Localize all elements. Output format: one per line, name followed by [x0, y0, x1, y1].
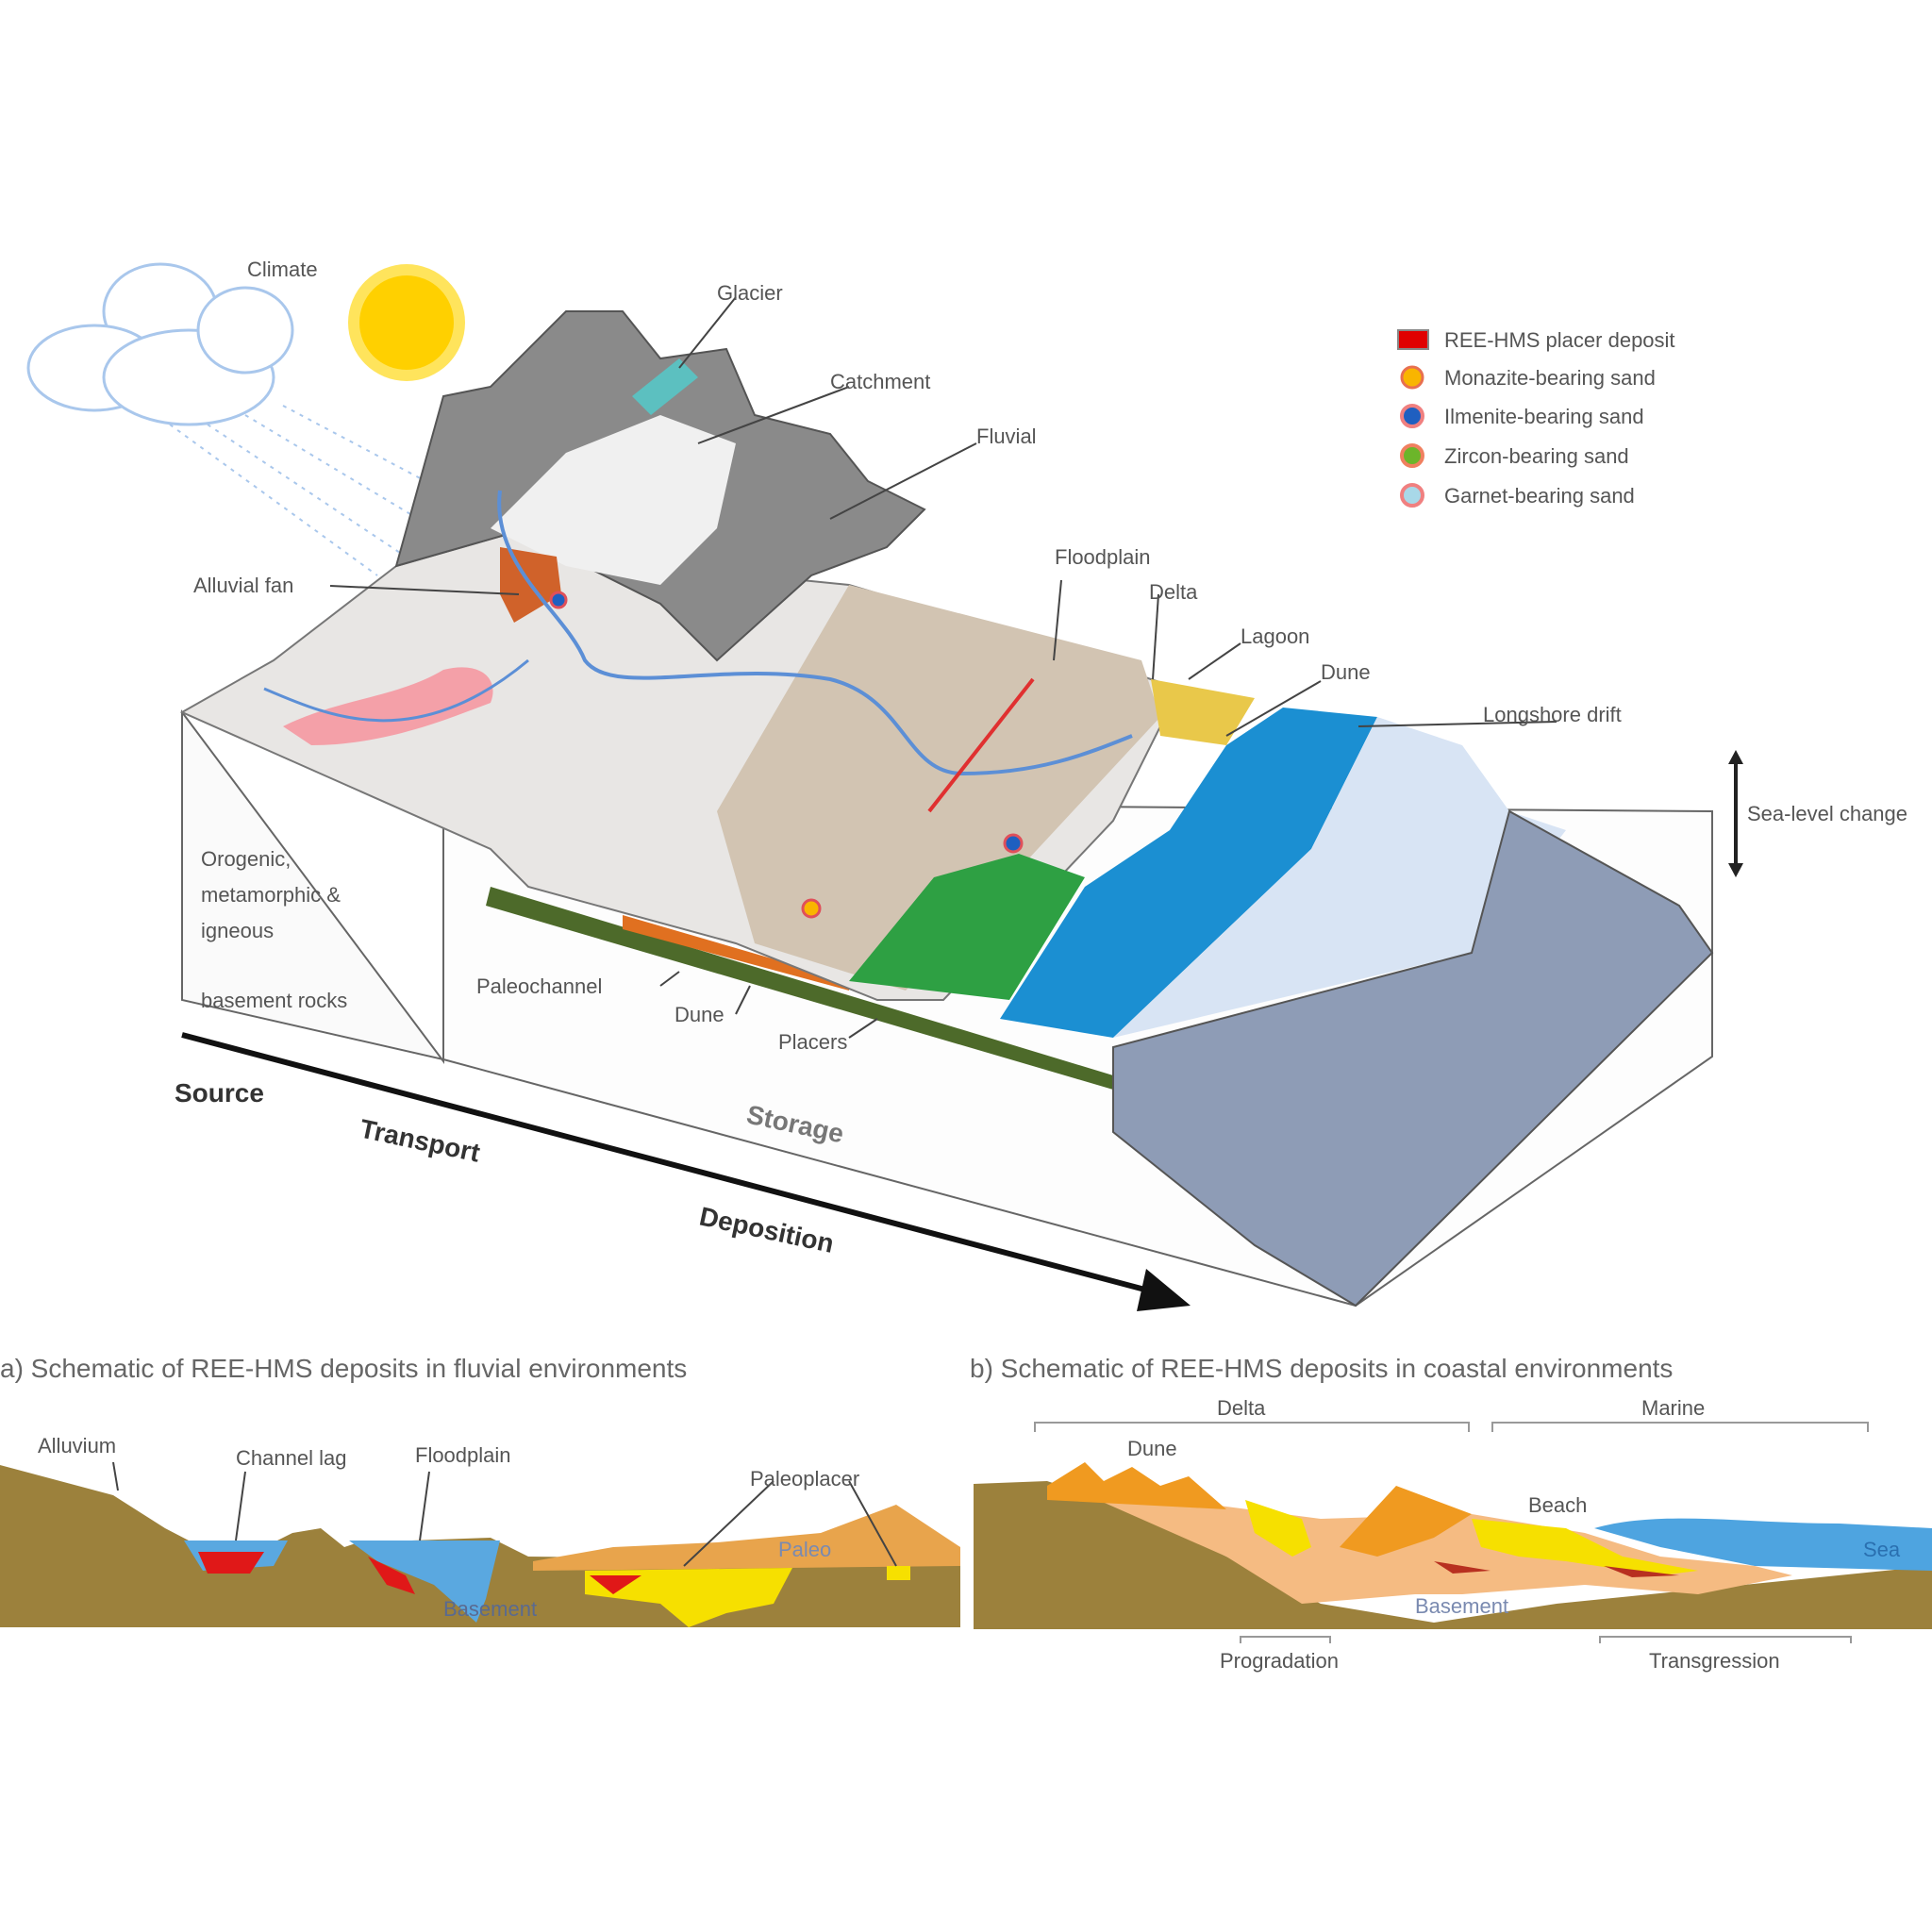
- legend-dot-ilmenite: [1400, 404, 1424, 428]
- legend-label: Monazite-bearing sand: [1444, 366, 1656, 390]
- panel-a-paleoplacer-red: [590, 1575, 641, 1594]
- panel-b-title: b) Schematic of REE-HMS deposits in coas…: [970, 1354, 1673, 1383]
- sun-icon: [348, 264, 465, 381]
- label-catchment: Catchment: [830, 370, 930, 393]
- sea-level-arrow: [1728, 750, 1743, 877]
- label-beach: Beach: [1528, 1493, 1587, 1517]
- legend-dot-zircon: [1400, 443, 1424, 468]
- legend-dot-garnet: [1400, 483, 1424, 508]
- panel-b-placer: [1434, 1561, 1679, 1577]
- label-dune-2: Dune: [675, 1003, 724, 1026]
- panel-a-paleoplacer: [585, 1568, 792, 1627]
- label-paleochannel: Paleochannel: [476, 974, 602, 998]
- panel-b-yellow: [1245, 1500, 1698, 1575]
- panel-b: b) Schematic of REE-HMS deposits in coas…: [970, 1354, 1932, 1673]
- panel-b-dunes: [1047, 1462, 1472, 1557]
- delta-green: [849, 854, 1085, 1000]
- plain-tan: [717, 585, 1160, 991]
- label-progradation: Progradation: [1220, 1649, 1339, 1673]
- label-basement-b: Basement: [1415, 1594, 1508, 1618]
- label-placers: Placers: [778, 1030, 847, 1054]
- legend-swatch-placer: [1397, 329, 1429, 350]
- label-dune: Dune: [1321, 660, 1371, 684]
- placer-marker: [1003, 833, 1024, 854]
- transect-line: [927, 677, 1035, 813]
- panel-a-title: a) Schematic of REE-HMS deposits in fluv…: [0, 1354, 687, 1383]
- legend-dot-monazite: [1400, 365, 1424, 390]
- label-transport: Transport: [358, 1114, 483, 1168]
- label-fluvial: Fluvial: [976, 425, 1037, 448]
- label-dune-b: Dune: [1127, 1437, 1177, 1460]
- glacier-ice: [632, 358, 698, 415]
- label-source: Source: [175, 1078, 264, 1108]
- label-delta-b: Delta: [1217, 1396, 1266, 1420]
- slope: [1112, 809, 1714, 1307]
- label-alluvial-fan: Alluvial fan: [193, 574, 293, 597]
- legend-label: Zircon-bearing sand: [1444, 444, 1629, 468]
- lagoon: [1151, 679, 1255, 745]
- legend-label: REE-HMS placer deposit: [1444, 328, 1675, 352]
- label-glacier: Glacier: [717, 281, 783, 305]
- panel-a: a) Schematic of REE-HMS deposits in fluv…: [0, 1354, 960, 1627]
- label-transgression: Transgression: [1649, 1649, 1780, 1673]
- label-sea-level-change: Sea-level change: [1747, 802, 1907, 825]
- leader-lines: [329, 296, 1557, 1039]
- label-sea: Sea: [1863, 1538, 1901, 1561]
- label-channel-lag: Channel lag: [236, 1446, 346, 1470]
- pink-deposit: [283, 667, 493, 745]
- label-alluvium: Alluvium: [38, 1434, 116, 1457]
- panel-a-paleo-sand: [533, 1505, 960, 1571]
- panel-b-sand: [1066, 1486, 1792, 1604]
- label-paleo: Paleo: [778, 1538, 831, 1561]
- stratum-orange: [623, 915, 849, 991]
- label-floodplain: Floodplain: [1055, 545, 1151, 569]
- label-longshore-drift: Longshore drift: [1483, 703, 1622, 726]
- shelf: [1113, 717, 1566, 1038]
- label-lagoon: Lagoon: [1241, 625, 1309, 648]
- label-source-rocks-2: metamorphic &: [201, 883, 341, 907]
- label-marine: Marine: [1641, 1396, 1705, 1420]
- panel-a-paleo-small: [887, 1566, 910, 1580]
- sea: [1000, 708, 1377, 1038]
- stratum-green: [486, 887, 1113, 1090]
- river: [497, 490, 1133, 776]
- panel-b-sea: [1594, 1518, 1932, 1571]
- river-2: [263, 658, 529, 723]
- label-basement-a: Basement: [443, 1597, 537, 1621]
- label-deposition: Deposition: [697, 1202, 837, 1258]
- legend-label: Ilmenite-bearing sand: [1444, 405, 1644, 428]
- legend: REE-HMS placer deposit Monazite-bearing …: [1397, 328, 1675, 508]
- label-source-rocks-4: basement rocks: [201, 989, 347, 1012]
- label-floodplain-a: Floodplain: [415, 1443, 511, 1467]
- source-to-sink-arrow: [181, 1032, 1191, 1311]
- rain-lines: [169, 405, 444, 576]
- legend-label: Garnet-bearing sand: [1444, 484, 1635, 508]
- placer-marker: [549, 591, 568, 609]
- label-source-rocks-1: Orogenic,: [201, 847, 291, 871]
- panel-a-placer-1: [198, 1552, 264, 1574]
- snow: [491, 415, 736, 585]
- label-climate: Climate: [247, 258, 318, 281]
- label-paleoplacer: Paleoplacer: [750, 1467, 859, 1491]
- panel-a-water-2: [349, 1541, 500, 1623]
- panel-a-placer-2: [368, 1557, 415, 1594]
- label-source-rocks-3: igneous: [201, 919, 274, 942]
- placer-marker: [801, 898, 822, 919]
- label-delta: Delta: [1149, 580, 1198, 604]
- cloud-icon: [26, 262, 294, 426]
